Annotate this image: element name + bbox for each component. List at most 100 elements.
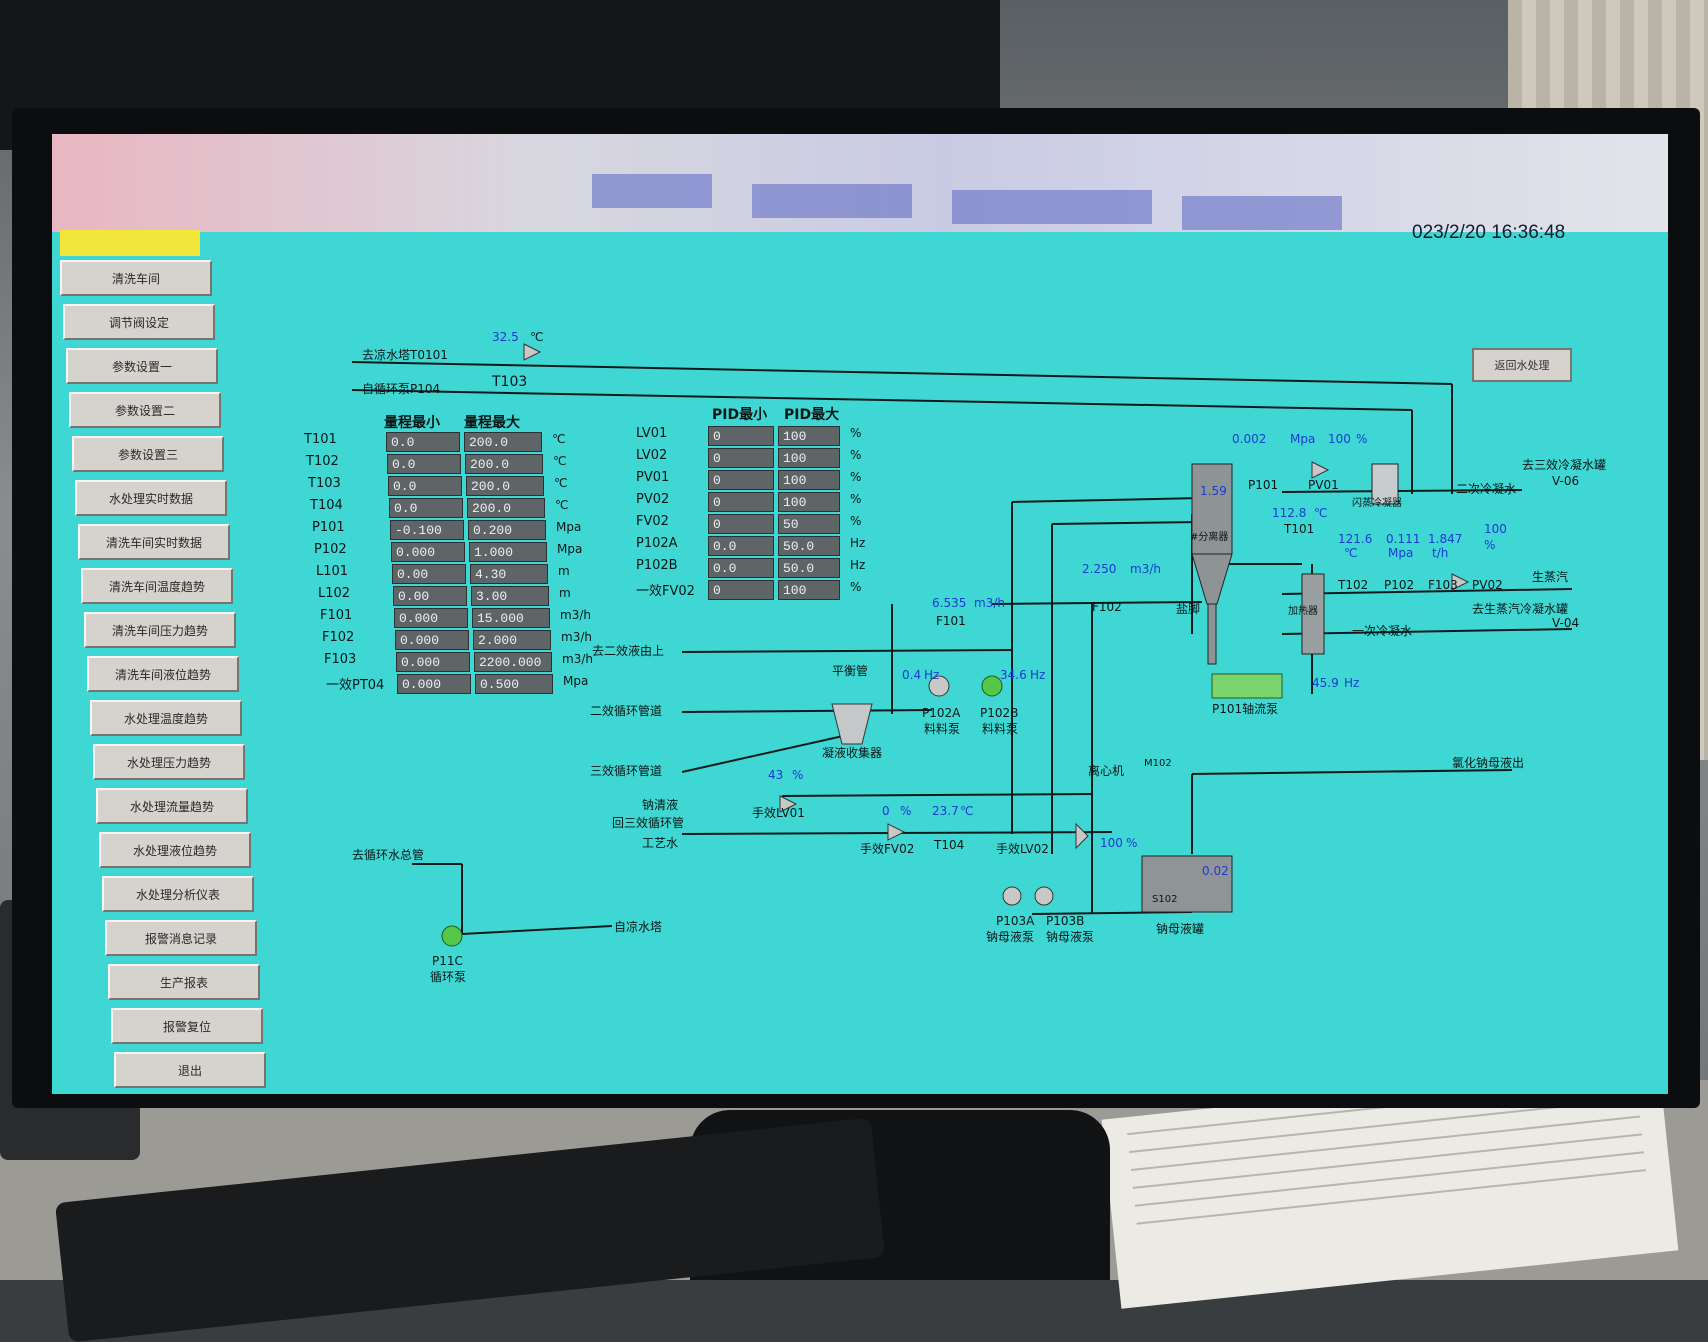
range-max-field[interactable]: 2200.000 — [474, 652, 552, 672]
nav-button[interactable]: 清洗车间 — [60, 260, 212, 296]
pid-row-tag: FV02 — [636, 514, 669, 529]
pid-max-field[interactable]: 50.0 — [778, 536, 840, 556]
range-row-tag: F103 — [324, 652, 357, 667]
range-min-field[interactable]: 0.00 — [393, 586, 467, 606]
valve-pv02-icon — [1451, 573, 1470, 591]
third-loop-label: 三效循环管道 — [590, 764, 663, 778]
pid-max-field[interactable]: 100 — [778, 426, 840, 446]
return-water-treatment-button[interactable]: 返回水处理 — [1472, 348, 1572, 382]
nav-button[interactable]: 清洗车间实时数据 — [78, 524, 230, 560]
range-min-field[interactable]: 0.0 — [387, 454, 461, 474]
range-max-field[interactable]: 200.0 — [467, 498, 545, 518]
range-min-field[interactable]: 0.0 — [388, 476, 462, 496]
p102b-hz-unit: Hz — [1030, 668, 1046, 682]
nav-button[interactable]: 清洗车间压力趋势 — [84, 612, 236, 648]
nav-button[interactable]: 水处理温度趋势 — [90, 700, 242, 736]
pid-min-field[interactable]: 0 — [708, 470, 774, 490]
range-unit: m3/h — [562, 652, 593, 666]
range-max-field[interactable]: 2.000 — [473, 630, 551, 650]
range-min-field[interactable]: 0.000 — [397, 674, 471, 694]
axial-pump-hz: 45.9 — [1312, 676, 1339, 690]
pid-row-tag: LV01 — [636, 426, 668, 441]
range-unit: ℃ — [555, 498, 569, 512]
p102a-hz-unit: Hz — [924, 668, 940, 682]
pid-unit: Hz — [850, 536, 866, 550]
range-max-field[interactable]: 1.000 — [469, 542, 547, 562]
pid-max-field[interactable]: 50.0 — [778, 558, 840, 578]
range-unit: Mpa — [556, 520, 582, 534]
range-min-field[interactable]: 0.000 — [391, 542, 465, 562]
range-min-field[interactable]: 0.000 — [395, 630, 469, 650]
lv02-unit: % — [1126, 836, 1138, 850]
range-max-field[interactable]: 4.30 — [470, 564, 548, 584]
pid-min-field[interactable]: 0 — [708, 580, 774, 600]
pid-min-field[interactable]: 0 — [708, 426, 774, 446]
range-max-field[interactable]: 200.0 — [464, 432, 542, 452]
range-max-field[interactable]: 200.0 — [466, 476, 544, 496]
return-loop-label: 回三效循环管 — [612, 816, 685, 830]
pid-min-field[interactable]: 0 — [708, 448, 774, 468]
lv02-value: 100 — [1100, 836, 1123, 850]
nav-button[interactable]: 清洗车间温度趋势 — [81, 568, 233, 604]
pid-max-field[interactable]: 100 — [778, 470, 840, 490]
range-row-tag: L102 — [318, 586, 351, 601]
pid-unit: % — [850, 580, 862, 594]
nav-button[interactable]: 水处理实时数据 — [75, 480, 227, 516]
range-max-field[interactable]: 200.0 — [465, 454, 543, 474]
nav-button[interactable]: 参数设置二 — [69, 392, 221, 428]
nav-button[interactable]: 水处理分析仪表 — [102, 876, 254, 912]
p11c-label: P11C — [432, 954, 463, 968]
nav-button[interactable]: 水处理液位趋势 — [99, 832, 251, 868]
range-min-field[interactable]: 0.000 — [396, 652, 470, 672]
f103-value: 1.847 — [1428, 532, 1463, 546]
range-max-field[interactable]: 0.500 — [475, 674, 553, 694]
range-row-tag: T103 — [308, 476, 341, 491]
from-cooling-label: 自凉水塔 — [614, 920, 663, 934]
fv02-value: 0 — [882, 804, 890, 818]
range-min-field[interactable]: 0.000 — [394, 608, 468, 628]
pid-min-field[interactable]: 0.0 — [708, 536, 774, 556]
range-min-field[interactable]: 0.0 — [386, 432, 460, 452]
to-v06-label: 去三效冷凝水罐 — [1522, 458, 1607, 472]
range-max-field[interactable]: 15.000 — [472, 608, 550, 628]
to-second-effect-label: 去二效液由上 — [592, 644, 665, 658]
nav-button[interactable]: 生产报表 — [108, 964, 260, 1000]
nav-button[interactable]: 调节阀设定 — [63, 304, 215, 340]
p103b-label: P103B — [1046, 914, 1085, 928]
range-unit: ℃ — [552, 432, 566, 446]
range-unit: ℃ — [554, 476, 568, 490]
range-min-field[interactable]: -0.100 — [390, 520, 464, 540]
p102a-sub: 料料泵 — [924, 722, 961, 736]
valve-lv02-icon — [1075, 822, 1089, 850]
nav-button[interactable]: 报警复位 — [111, 1008, 263, 1044]
pid-min-field[interactable]: 0 — [708, 492, 774, 512]
pid-min-field[interactable]: 0 — [708, 514, 774, 534]
range-min-field[interactable]: 0.00 — [392, 564, 466, 584]
pid-row-tag: PV01 — [636, 470, 670, 485]
sodium-label: 钠清液 — [642, 798, 679, 812]
range-row-tag: P101 — [312, 520, 345, 535]
nav-button[interactable]: 清洗车间液位趋势 — [87, 656, 239, 692]
blurred-title — [1182, 196, 1342, 230]
range-max-field[interactable]: 3.00 — [471, 586, 549, 606]
nav-button[interactable]: 退出 — [114, 1052, 266, 1088]
pid-min-field[interactable]: 0.0 — [708, 558, 774, 578]
pid-max-field[interactable]: 50 — [778, 514, 840, 534]
collector-label: 凝液收集器 — [822, 746, 883, 760]
range-min-field[interactable]: 0.0 — [389, 498, 463, 518]
lv01-unit: % — [792, 768, 804, 782]
nav-button[interactable]: 报警消息记录 — [105, 920, 257, 956]
nav-button[interactable]: 参数设置三 — [72, 436, 224, 472]
pid-max-field[interactable]: 100 — [778, 492, 840, 512]
f102-value: 2.250 — [1082, 562, 1117, 576]
range-row-tag: F102 — [322, 630, 355, 645]
range-row-tag: 一效PT04 — [326, 678, 385, 693]
pid-max-field[interactable]: 100 — [778, 448, 840, 468]
nav-button[interactable]: 水处理流量趋势 — [96, 788, 248, 824]
pid-max-field[interactable]: 100 — [778, 580, 840, 600]
range-max-field[interactable]: 0.200 — [468, 520, 546, 540]
p102-value: 0.111 — [1386, 532, 1421, 546]
nav-button[interactable]: 参数设置一 — [66, 348, 218, 384]
v06-label: V-06 — [1552, 474, 1580, 488]
nav-button[interactable]: 水处理压力趋势 — [93, 744, 245, 780]
